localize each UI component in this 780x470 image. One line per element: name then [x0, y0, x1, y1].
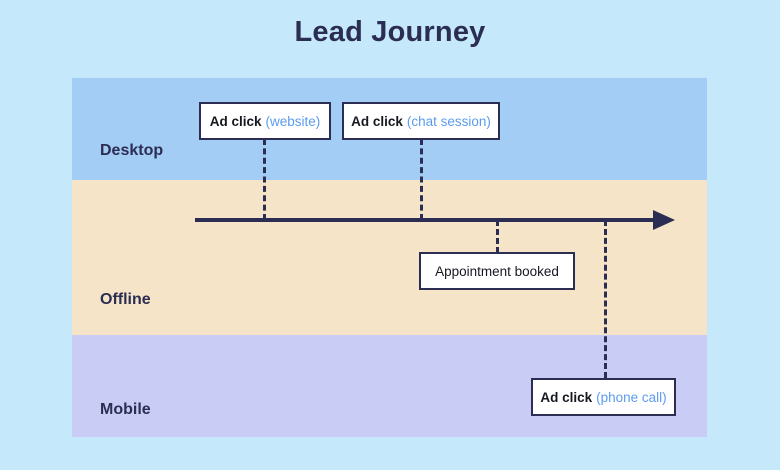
band-offline — [72, 180, 707, 335]
event-label-secondary: (website) — [265, 113, 321, 129]
band-label-mobile: Mobile — [100, 401, 151, 418]
connector-appointment-booked — [496, 220, 499, 253]
event-label-primary: Ad click — [209, 113, 262, 129]
arrow-right-icon — [653, 210, 675, 230]
event-label-secondary: (chat session) — [406, 113, 491, 129]
event-card-appointment-booked[interactable]: Appointment booked — [419, 252, 575, 290]
timeline-axis — [195, 218, 665, 222]
band-label-desktop: Desktop — [100, 142, 164, 159]
connector-ad-click-website — [263, 139, 266, 220]
band-label-offline: Offline — [100, 291, 151, 308]
connector-ad-click-chat-session — [420, 139, 423, 220]
event-card-ad-click-chat-session[interactable]: Ad click (chat session) — [342, 102, 500, 140]
event-label-secondary: (phone call) — [596, 389, 667, 405]
event-card-ad-click-website[interactable]: Ad click (website) — [199, 102, 331, 140]
event-label-primary: Appointment booked — [435, 263, 559, 279]
page-title: Lead Journey — [294, 16, 486, 48]
event-label-primary: Ad click — [351, 113, 403, 129]
event-card-ad-click-phone-call[interactable]: Ad click (phone call) — [531, 378, 676, 416]
connector-ad-click-phone-call — [604, 220, 607, 378]
event-label-primary: Ad click — [540, 389, 593, 405]
